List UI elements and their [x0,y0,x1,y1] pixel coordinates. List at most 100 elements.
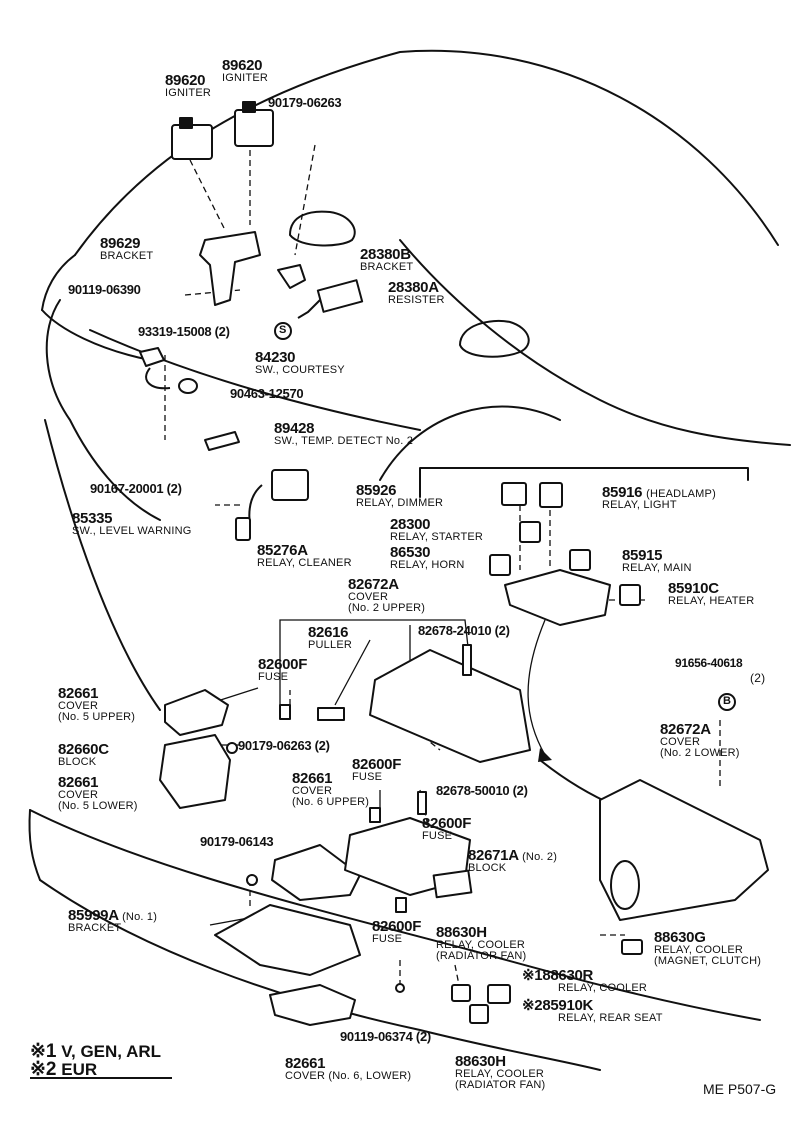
relay-horn [489,554,511,576]
components [139,101,769,1026]
cover-no5-upper [164,689,229,736]
fuse-82600f-a [279,704,291,720]
inner-fender [399,239,791,446]
terminal-82678 [462,644,472,676]
part-label: 90119-06390 [68,282,141,297]
b-marker-label: B [723,695,731,707]
bumper-bottom [39,879,601,1071]
part-label: 85916 (HEADLAMP)RELAY, LIGHT [602,484,716,511]
part-label: 93319-15008 (2) [138,324,230,339]
s-marker-label: S [279,324,287,336]
lower-body-1 [44,419,161,711]
block-82660c [159,734,231,809]
body-left-curve [41,254,76,311]
igniter-left [171,124,213,160]
part-label: 90167-20001 (2) [90,481,182,496]
relay-block [504,569,611,626]
figure-code: ME P507-G [703,1081,777,1097]
part-label: 82678-50010 (2) [436,783,528,798]
bracket-89629 [199,231,261,306]
terminal-82678-50010 [417,791,427,815]
legend-item-1: ※1 V, GEN, ARL [30,1041,162,1062]
relay-light [539,482,563,508]
bracket-28380b [277,264,306,289]
relay-dimmer [501,482,527,506]
bracket-85999a [214,904,361,976]
relay-cooler-88630h [469,1004,489,1024]
front-edge [41,309,151,361]
part-label: 91656-40618 [675,656,743,670]
relay-starter [519,521,541,543]
cleaner-relay [271,469,309,501]
resister-28380a [316,279,364,313]
b-marker-circle [718,693,736,711]
radiator-support [89,329,421,431]
igniter-right [234,109,274,147]
cover-no2-upper [369,649,531,763]
cover-no6-upper [271,844,361,901]
part-label: 90179-06263 [268,95,342,110]
hood-outline [74,49,779,256]
relay-group-bracket [419,467,749,498]
cover-no2-lower [599,779,769,921]
wheel-arch [379,405,561,481]
cover-no6-lower [269,984,356,1026]
part-label: 82671A (No. 2)BLOCK [468,847,558,874]
bumper-top [29,809,761,1021]
bumper-front [28,809,41,881]
strut-tower [459,319,530,358]
puller-82616 [317,707,345,721]
fuse-82600f-b [369,807,381,823]
courtesy-grommet [178,378,198,394]
fender-curve [45,299,161,521]
part-label: 82678-24010 (2) [418,623,510,638]
part-label: 85999A (No. 1)BRACKET [68,907,158,934]
courtesy-switch [139,347,165,367]
headlamp-opening [289,210,356,247]
s-marker-circle [274,322,292,340]
relay-heater [619,584,641,606]
part-label: 90463-12570 [230,386,304,401]
part-label: 90179-06263 (2) [238,738,330,753]
relay-cooler-88630r [451,984,471,1002]
relay-cooler-88630g [621,939,643,955]
part-label: (2) [750,671,766,685]
legend-item-2: ※2 EUR [30,1059,98,1080]
part-label: 90119-06374 (2) [340,1029,431,1044]
relay-main [569,549,591,571]
relay-rear-seat [487,984,511,1004]
level-warning-switch [235,517,251,541]
